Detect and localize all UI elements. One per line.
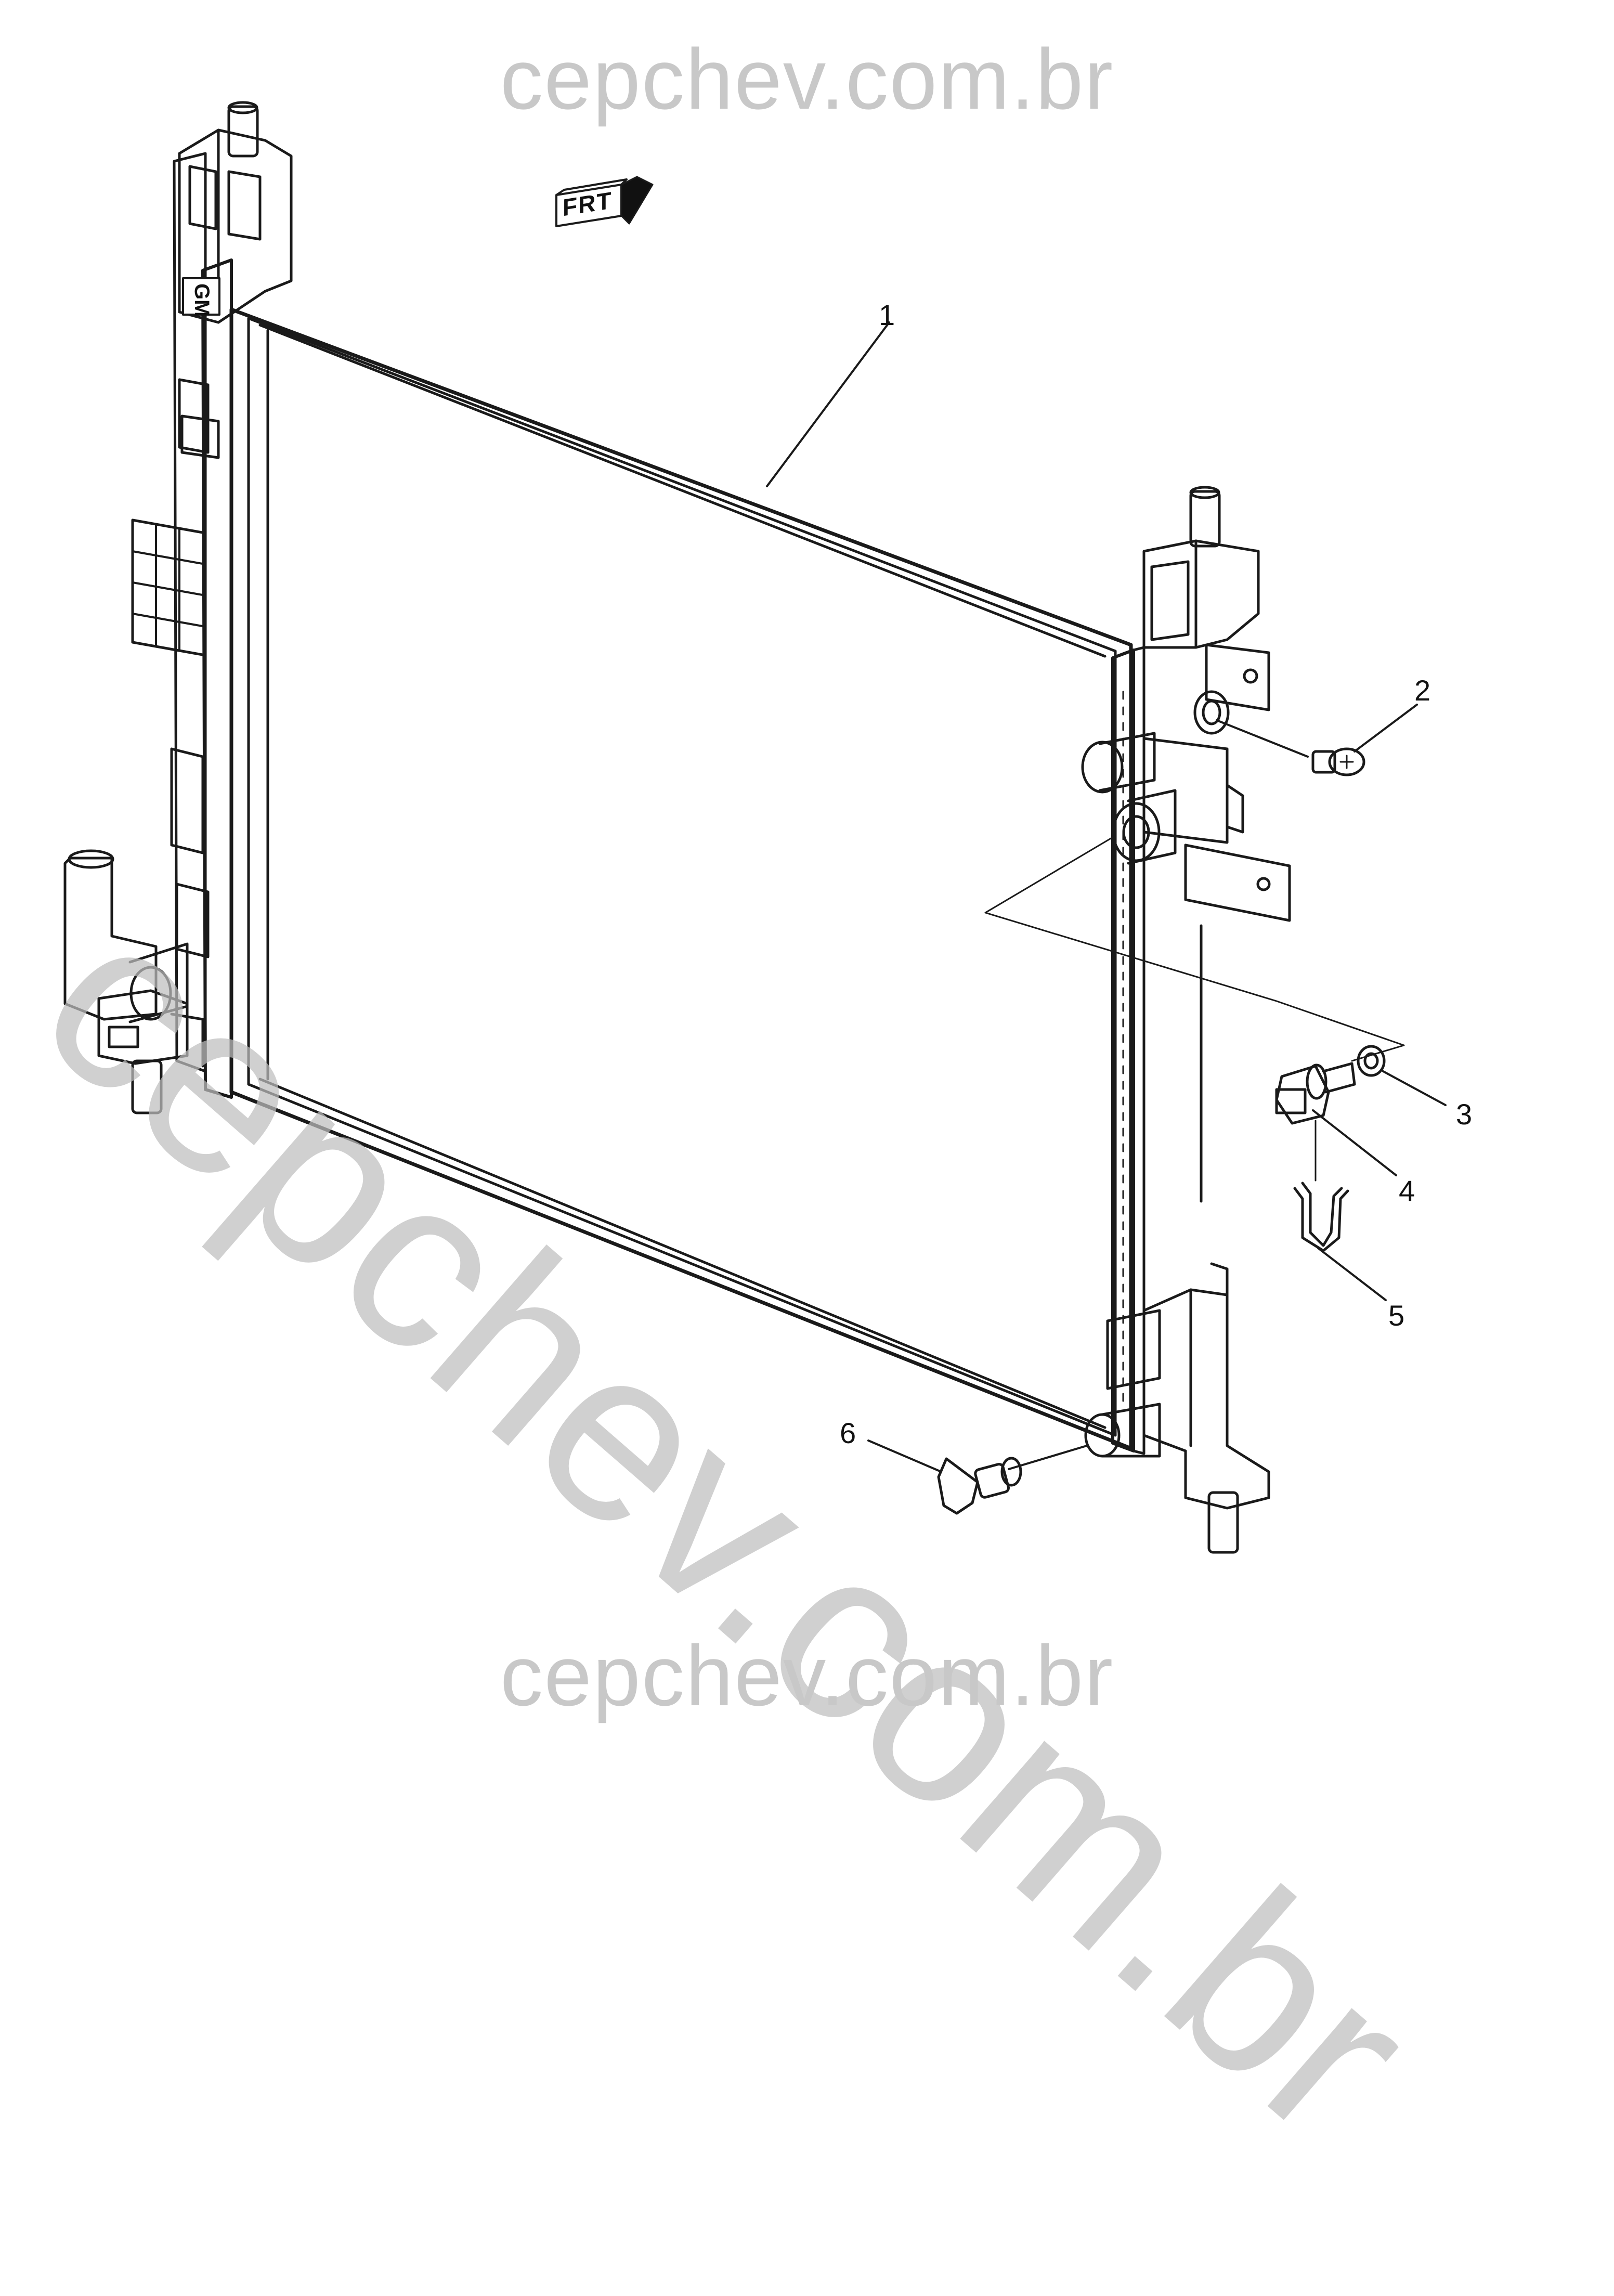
leader-lines (766, 321, 1447, 1473)
callout-4-label: 4 (1399, 1174, 1415, 1207)
radiator-diagram (63, 101, 1447, 1554)
retainer-clip (1293, 1182, 1349, 1252)
callout-2: 2 (1414, 676, 1430, 705)
bolt (1311, 747, 1365, 776)
diagram-canvas: GM FRT 1 2 3 4 5 6 cepchev.com.br cepche… (0, 31, 1472, 2188)
callout-5: 5 (1388, 1301, 1404, 1330)
front-arrow-icon (555, 176, 654, 227)
callout-1-label: 1 (879, 299, 895, 331)
assembly-lines (984, 836, 1405, 1182)
callout-1: 1 (879, 301, 895, 330)
watermark-bottom: cepchev.com.br (500, 1628, 1114, 1723)
gm-logo-text: GM (187, 283, 216, 317)
callout-3: 3 (1456, 1100, 1472, 1129)
callout-6-label: 6 (840, 1417, 856, 1449)
gm-logo-label: GM (190, 283, 213, 317)
sensor (1275, 1062, 1356, 1125)
callout-3-label: 3 (1456, 1098, 1473, 1131)
callout-6: 6 (840, 1419, 856, 1448)
callout-4: 4 (1399, 1176, 1415, 1205)
washer (1357, 1045, 1386, 1077)
watermark-top: cepchev.com.br (500, 31, 1114, 127)
callout-2-label: 2 (1414, 674, 1431, 707)
right-tank (1081, 486, 1291, 1554)
drain-plug (937, 1457, 1022, 1515)
left-tank (63, 101, 293, 1114)
callout-5-label: 5 (1388, 1299, 1405, 1332)
gm-logo (182, 277, 220, 316)
